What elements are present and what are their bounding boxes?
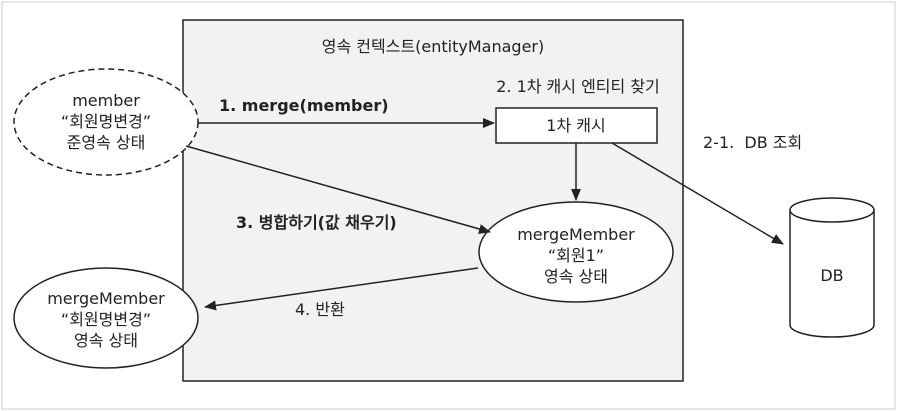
step-find-cache-label: 2. 1차 캐시 엔티티 찾기	[496, 77, 660, 96]
step-return-label: 4. 반환	[295, 300, 345, 319]
step-fill-label: 3. 병합하기(값 채우기)	[236, 213, 397, 232]
member-state: 준영속 상태	[67, 133, 146, 152]
merge-member-value: “회원1”	[548, 246, 604, 265]
return-arrow	[204, 267, 479, 311]
result-member-node	[13, 267, 199, 369]
step-merge-label: 1. merge(member)	[219, 96, 389, 115]
step-db-query-label: 2-1. DB 조회	[703, 133, 802, 152]
result-member-name: mergeMember	[47, 289, 165, 308]
member-detached-node	[13, 68, 199, 176]
db-label: DB	[820, 266, 843, 285]
context-title: 영속 컨텍스트(entityManager)	[322, 37, 544, 56]
fill-values-arrow	[185, 145, 491, 234]
result-member-state: 영속 상태	[74, 331, 138, 350]
merge-member-name: mergeMember	[517, 225, 635, 244]
db-cylinder	[789, 197, 875, 338]
db-query-arrow	[611, 142, 784, 245]
member-value: “회원명변경”	[61, 112, 151, 131]
member-name: member	[72, 91, 140, 110]
first-level-cache-label: 1차 캐시	[546, 116, 605, 135]
merge-member-node	[478, 201, 674, 303]
merge-member-state: 영속 상태	[544, 267, 608, 286]
result-member-value: “회원명변경”	[61, 310, 151, 329]
persistence-context-box	[182, 19, 684, 382]
